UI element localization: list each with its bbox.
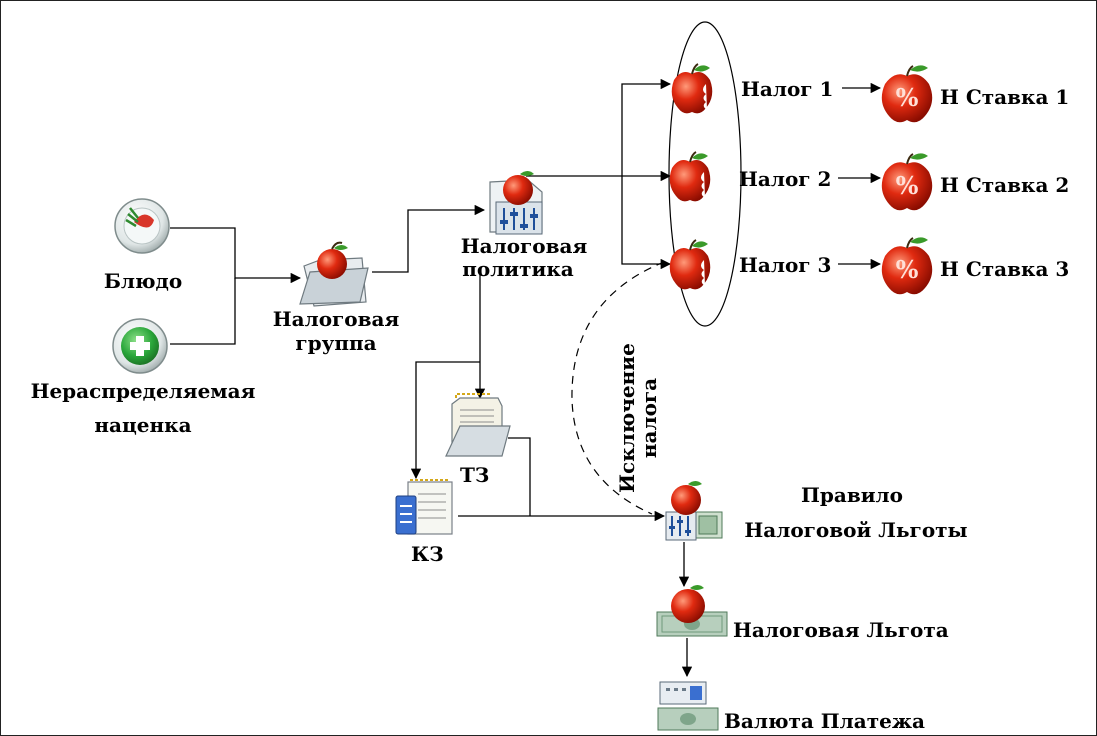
bitten-apple-icon <box>669 239 711 290</box>
kz-label: КЗ <box>411 542 444 566</box>
bitten-apple-icon <box>671 63 713 114</box>
exclusion-label-line1: Исключение <box>615 343 639 493</box>
tax2-label: Налог 2 <box>739 167 831 191</box>
edge-tz-to-rule <box>508 437 531 516</box>
node-rate1[interactable]: % Н Ставка 1 <box>881 65 1070 123</box>
node-tax-group[interactable]: Налоговая группа <box>273 241 400 355</box>
node-markup[interactable]: Нераспределяемая наценка <box>31 318 256 437</box>
node-kz[interactable]: КЗ <box>395 479 453 566</box>
edge-policy-to-tax3 <box>621 176 672 270</box>
node-currency[interactable]: Валюта Платежа <box>657 681 925 733</box>
folder-apple-icon <box>299 241 369 307</box>
benefit-label: Налоговая Льгота <box>733 618 949 642</box>
tz-label: ТЗ <box>460 463 489 487</box>
tax-policy-label-line2: политика <box>462 257 574 281</box>
svg-text:%: % <box>896 255 919 284</box>
dish-icon <box>114 198 170 254</box>
edge-dish-to-group <box>170 227 302 284</box>
plus-circle-icon <box>112 318 168 374</box>
currency-label: Валюта Платежа <box>724 709 925 733</box>
tax-policy-label-line1: Налоговая <box>461 234 588 258</box>
percent-apple-icon: % <box>881 65 933 123</box>
node-dish[interactable]: Блюдо <box>104 198 182 293</box>
document-icon <box>395 479 453 535</box>
policy-apple-icon <box>489 171 543 235</box>
rate2-label: Н Ставка 2 <box>940 173 1069 197</box>
markup-label-line2: наценка <box>94 413 191 437</box>
tax-group-label-line2: группа <box>295 331 376 355</box>
dish-label: Блюдо <box>104 269 182 293</box>
connectors <box>170 21 882 678</box>
svg-text:%: % <box>896 83 919 112</box>
rule-label-line2: Налоговой Льготы <box>744 518 967 542</box>
exclusion-label-line2: налога <box>637 378 661 458</box>
percent-apple-icon: % <box>881 153 933 211</box>
money-apple-icon <box>656 585 728 637</box>
edge-policy-to-kz <box>410 361 480 480</box>
tax1-label: Налог 1 <box>741 77 833 101</box>
svg-text:%: % <box>896 171 919 200</box>
markup-label-line1: Нераспределяемая <box>31 379 256 403</box>
bitten-apple-icon <box>669 151 711 202</box>
node-tax3[interactable]: Налог 3 <box>669 239 832 290</box>
tax-group-label-line1: Налоговая <box>273 307 400 331</box>
exclusion-label: Исключение налога <box>615 343 661 493</box>
node-tax2[interactable]: Налог 2 <box>669 151 832 202</box>
open-folder-icon <box>445 393 511 457</box>
node-tax1[interactable]: Налог 1 <box>671 63 834 114</box>
edge-policy-to-tax1 <box>621 78 672 176</box>
currency-icon <box>657 681 719 731</box>
tax-group-ellipse <box>668 21 742 327</box>
rate3-label: Н Ставка 3 <box>940 257 1069 281</box>
node-rate2[interactable]: % Н Ставка 2 <box>881 153 1070 211</box>
percent-apple-icon: % <box>881 237 933 295</box>
node-tax-policy[interactable]: Налоговая политика <box>461 171 588 281</box>
rate1-label: Н Ставка 1 <box>940 85 1069 109</box>
rule-label-line1: Правило <box>801 483 903 507</box>
node-tz[interactable]: ТЗ <box>445 393 511 487</box>
node-benefit[interactable]: Налоговая Льгота <box>656 585 949 642</box>
rule-apple-icon <box>665 481 723 541</box>
edge-markup-to-group <box>170 278 236 345</box>
node-rule[interactable]: Правило Налоговой Льготы <box>665 481 968 542</box>
tax3-label: Налог 3 <box>739 253 831 277</box>
node-rate3[interactable]: % Н Ставка 3 <box>881 237 1070 295</box>
edge-group-to-policy <box>372 204 486 273</box>
